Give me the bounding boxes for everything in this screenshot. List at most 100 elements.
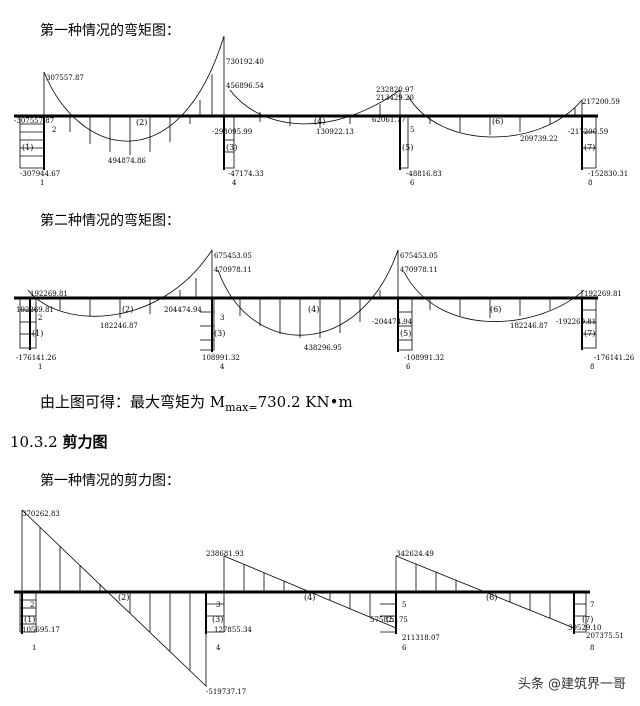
value-label: -204474.94	[372, 318, 413, 326]
value-label: 105695.17	[22, 626, 60, 634]
member-label: (7)	[582, 615, 593, 624]
member-label: (1)	[22, 143, 33, 152]
value-label: 494874.86	[108, 157, 146, 165]
node-label: 6	[402, 644, 407, 652]
node-labels-case3: 1 2 3 4 5 6 7 8	[30, 601, 594, 652]
member-label: (3)	[226, 143, 237, 152]
value-label: 675453.05	[400, 252, 438, 260]
value-label: 207375.51	[586, 632, 624, 640]
node-label: 2	[30, 601, 34, 609]
value-label: 192269.81	[16, 306, 54, 314]
value-label: -108991.32	[404, 354, 444, 362]
value-label: 675453.05	[214, 252, 252, 260]
node-label: 8	[588, 179, 592, 187]
member-label: (7)	[584, 329, 595, 338]
value-label: 57582.175	[370, 616, 408, 624]
node-label: 2	[38, 314, 42, 322]
value-label: 182246.87	[510, 322, 548, 330]
value-label: -293095.99	[212, 128, 252, 136]
result-subscript: max=	[225, 401, 258, 414]
member-label: (2)	[118, 593, 129, 602]
moment-values-case1: 307557.87 730192.40 456896.54 232820.97 …	[14, 58, 628, 178]
value-label: -307944.67	[20, 170, 60, 178]
result-value: 730.2 KN•m	[257, 393, 353, 411]
member-label: (2)	[122, 305, 133, 314]
value-label: -217200.59	[568, 128, 608, 136]
member-label: (3)	[214, 329, 225, 338]
value-label: 182246.87	[100, 322, 138, 330]
value-label: 307557.87	[46, 74, 84, 82]
moment-diagram-case1: 307557.87 730192.40 456896.54 232820.97 …	[14, 35, 628, 187]
value-label: 204474.94	[164, 306, 202, 314]
value-label: 238681.93	[206, 550, 244, 558]
value-label: 730192.40	[226, 58, 264, 66]
value-label: 130922.13	[316, 128, 354, 136]
member-label: (5)	[400, 329, 411, 338]
node-label: 2	[52, 126, 56, 134]
value-label: 370262.83	[22, 510, 60, 518]
node-labels-case2: 1 2 3 4 6 8	[38, 314, 594, 371]
member-label: (6)	[490, 305, 501, 314]
value-label: 192269.81	[30, 290, 68, 298]
value-label: 232820.97	[376, 86, 414, 94]
member-label: (1)	[32, 329, 43, 338]
value-label: 127855.34	[214, 626, 252, 634]
section-number: 10.3.2	[10, 433, 63, 451]
node-labels-case1: 1 2 4 5 6 8	[40, 126, 592, 187]
node-label: 6	[406, 363, 411, 371]
node-label: 7	[590, 601, 594, 609]
node-label: 4	[216, 644, 221, 652]
member-label: (7)	[584, 143, 595, 152]
value-label: 217200.59	[582, 98, 620, 106]
section-title: 剪力图	[62, 433, 108, 451]
value-label: 438296.95	[304, 344, 342, 352]
value-label: 209739.22	[520, 135, 558, 143]
moment-case1-caption: 第一种情况的弯矩图：	[40, 23, 180, 39]
value-label: -47174.33	[228, 170, 264, 178]
node-label: 1	[40, 179, 44, 187]
member-label: (2)	[136, 118, 147, 127]
member-label: (6)	[486, 593, 497, 602]
member-label: (4)	[304, 593, 315, 602]
member-label: (3)	[212, 615, 223, 624]
watermark: 头条 @建筑界一哥	[517, 677, 626, 692]
value-label: 211318.07	[402, 634, 440, 642]
node-label: 1	[32, 644, 36, 652]
shear-values-case1: 370262.83 238681.93 342624.49 105695.17 …	[22, 510, 624, 696]
member-label: (4)	[314, 117, 325, 126]
node-label: 4	[220, 363, 225, 371]
value-label: -192269.81	[556, 318, 596, 326]
member-label: (1)	[24, 615, 35, 624]
node-label: 3	[216, 601, 220, 609]
value-label: 39529.10	[568, 624, 601, 632]
node-label: 5	[410, 126, 414, 134]
moment-case2-caption: 第二种情况的弯矩图：	[40, 213, 180, 229]
member-labels-case1: (1) (2) (3) (4) (5) (6) (7)	[22, 117, 595, 152]
max-moment-result: 由上图可得：最大弯矩为 Mmax=730.2 KN•m	[40, 392, 353, 418]
value-label: 456896.54	[226, 82, 264, 90]
value-label: -48816.83	[406, 170, 442, 178]
member-label: (5)	[402, 143, 413, 152]
node-label: 6	[410, 179, 415, 187]
value-label: 62061.77	[372, 116, 405, 124]
node-label: 5	[402, 601, 406, 609]
node-label: 8	[590, 644, 594, 652]
value-label: -176141.26	[16, 354, 57, 362]
shear-case1-caption: 第一种情况的剪力图：	[40, 473, 180, 489]
value-label: -519737.17	[206, 688, 246, 696]
value-label: 213429.20	[376, 94, 414, 102]
value-label: 342624.49	[396, 550, 434, 558]
section-heading: 10.3.2 剪力图	[10, 432, 108, 452]
node-label: 8	[590, 363, 594, 371]
result-prefix: 由上图可得：最大弯矩为 M	[40, 393, 226, 411]
member-label: (6)	[492, 117, 503, 126]
value-label: -176141.26	[594, 354, 635, 362]
moment-diagram-case2: 192269.81 675453.05 470978.11 675453.05 …	[14, 249, 635, 371]
value-label: 470978.11	[214, 266, 252, 274]
node-label: 3	[220, 314, 224, 322]
member-labels-case2: (1) (2) (3) (4) (5) (6) (7)	[32, 305, 595, 338]
value-label: -152830.31	[588, 170, 628, 178]
value-label: -307557.87	[14, 117, 54, 125]
value-label: 108991.32	[202, 354, 240, 362]
